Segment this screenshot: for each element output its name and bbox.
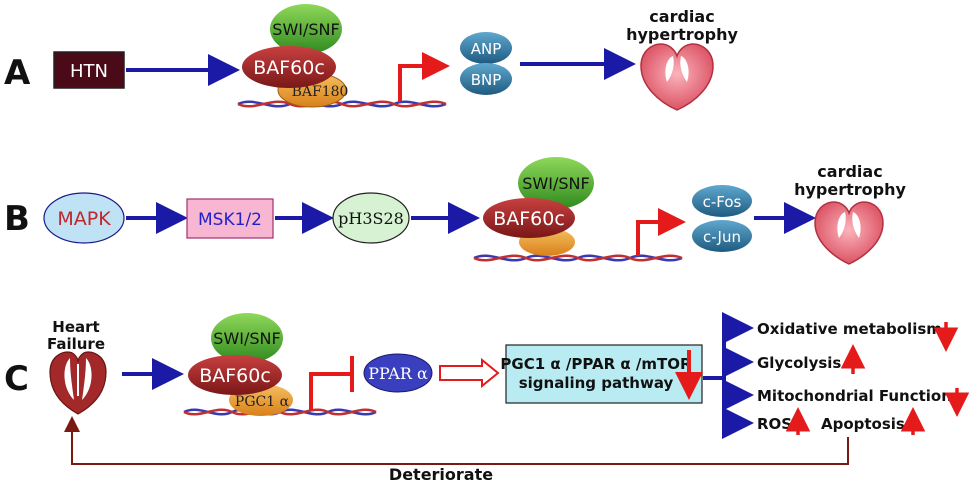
pathway-line1: PGC1 α /PPAR α /mTOR — [500, 355, 692, 373]
cfos-ellipse — [692, 185, 752, 217]
msk-box — [186, 198, 274, 239]
heart-failure-line1: Heart — [52, 318, 99, 336]
pathway-box — [505, 344, 703, 404]
dna-strand-b — [473, 254, 683, 262]
panel-c: C Heart Failure PGC1 α SWI/SNF BAF60c PP… — [4, 312, 969, 484]
htn-box: HTN — [53, 51, 125, 89]
swisnf-ellipse-a — [270, 4, 342, 54]
ppar-ellipse — [363, 353, 433, 393]
ph3s28-label: pH3S28 — [338, 209, 404, 228]
outcome-a-line1: cardiac — [649, 7, 714, 26]
pgc1-label: PGC1 α — [235, 394, 290, 410]
ppar-label: PPAR α — [368, 364, 428, 383]
outcome-a-line2: hypertrophy — [626, 25, 738, 44]
ros-label: ROS — [757, 415, 792, 433]
oxidative-label: Oxidative metabolism — [757, 320, 942, 338]
hollow-arrow-ppar-pathway — [439, 357, 500, 389]
baf60c-label-c: BAF60c — [199, 365, 271, 387]
cjun-label: c-Jun — [703, 228, 741, 246]
baf60c-ellipse-b — [483, 198, 575, 238]
panel-label-c: C — [4, 359, 29, 399]
feedback-loop-arrow — [64, 416, 849, 465]
ph3s28-ellipse — [332, 192, 410, 244]
glycolysis-label: Glycolysis — [757, 354, 841, 372]
heart-icon-b — [814, 201, 884, 265]
heart-failure-line2: Failure — [47, 335, 105, 353]
failing-heart-icon — [49, 351, 107, 415]
panel-label-b: B — [4, 199, 30, 239]
mitochondrial-label: Mitochondrial Function — [757, 387, 952, 405]
outcome-b-line1: cardiac — [817, 162, 882, 181]
panel-label-a: A — [4, 53, 31, 93]
transcription-arrow-a — [398, 52, 450, 102]
baf60c-ellipse-a — [242, 46, 336, 88]
dna-strand-a — [237, 100, 447, 108]
heart-icon-a — [640, 43, 714, 111]
cfos-label: c-Fos — [703, 193, 742, 211]
swisnf-label-c: SWI/SNF — [213, 329, 280, 348]
transcription-arrow-b — [636, 208, 686, 256]
baf60c-ellipse-c — [188, 355, 282, 395]
htn-label: HTN — [70, 61, 108, 82]
bnp-ellipse — [460, 63, 512, 95]
swisnf-label-b: SWI/SNF — [522, 174, 589, 193]
mapk-label: MAPK — [57, 208, 111, 230]
swisnf-ellipse-c — [211, 313, 283, 363]
baf60c-label-a: BAF60c — [253, 57, 325, 79]
swisnf-label-a: SWI/SNF — [272, 20, 339, 39]
pathway-line2: signaling pathway — [519, 374, 674, 392]
mapk-ellipse — [43, 192, 125, 244]
inhibition-symbol — [309, 356, 354, 410]
anp-ellipse — [460, 32, 512, 64]
outcome-b-line2: hypertrophy — [794, 180, 906, 199]
baf60c-label-b: BAF60c — [493, 208, 565, 230]
apoptosis-label: Apoptosis — [821, 415, 905, 433]
panel-a: A HTN BAF180 SWI/SNF BAF60c ANP BNP card… — [4, 4, 738, 111]
panel-b: B MAPK MSK1/2 pH3S28 SWI/SNF BAF60c c-Fo… — [4, 157, 906, 265]
swisnf-ellipse-b — [518, 157, 594, 209]
cjun-ellipse — [692, 220, 752, 252]
deteriorate-label: Deteriorate — [389, 465, 493, 484]
anp-label: ANP — [471, 40, 502, 58]
bnp-label: BNP — [471, 71, 502, 89]
baf180-label: BAF180 — [292, 84, 349, 100]
msk-label: MSK1/2 — [198, 210, 262, 230]
